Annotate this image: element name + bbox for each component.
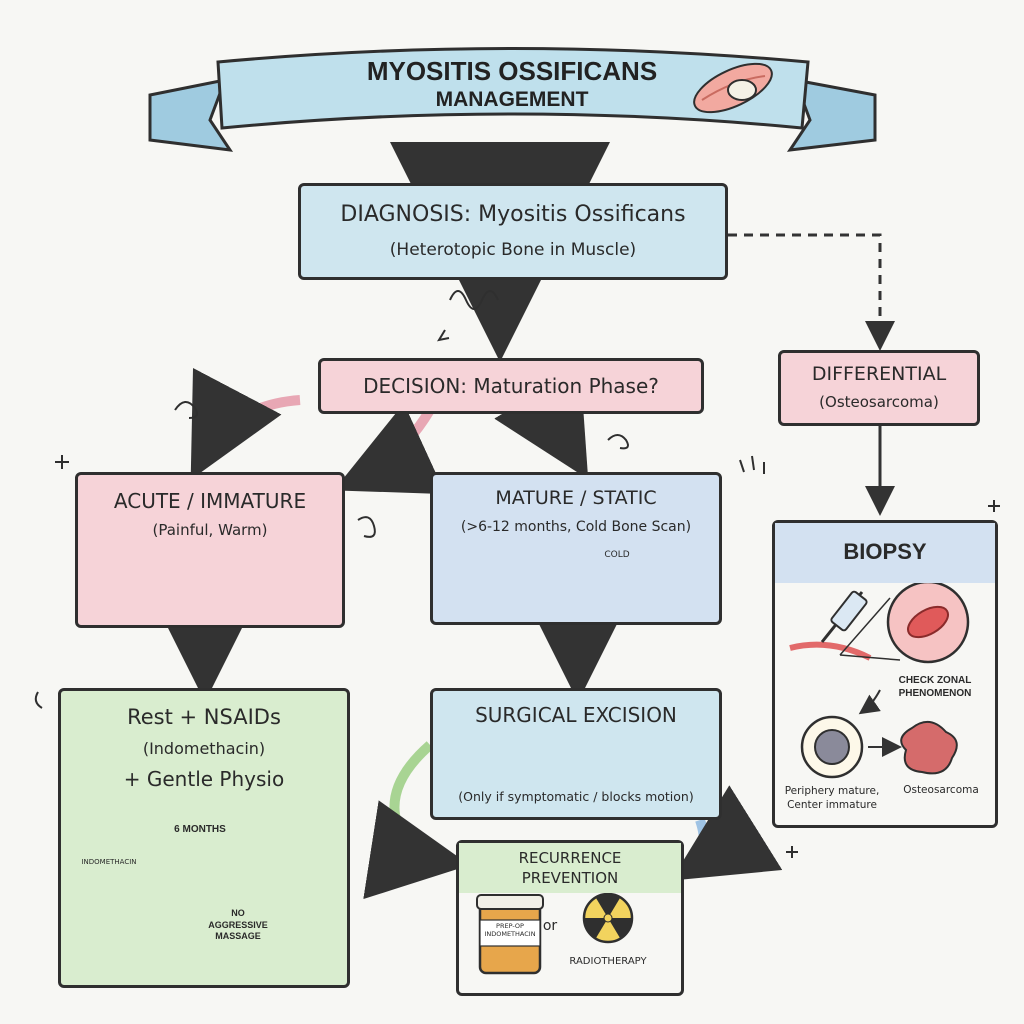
rest-line-3: + Gentle Physio: [123, 767, 285, 791]
osteosarcoma-label: Osteosarcoma: [903, 784, 979, 796]
biopsy-arrows: [858, 689, 902, 757]
osteosarcoma-cell-icon: [900, 721, 958, 775]
calendar-label: 6 MONTHS: [174, 824, 226, 835]
radiotherapy-label: RADIOTHERAPY: [569, 956, 647, 967]
surgical-note: (Only if symptomatic / blocks motion): [458, 789, 694, 804]
syringe-icon: [789, 590, 872, 661]
mature-title: MATURE / STATIC: [495, 487, 657, 509]
cold-label: COLD: [604, 550, 630, 560]
acute-subtitle: (Painful, Warm): [152, 521, 268, 539]
tissue-zoom-icon: [839, 580, 970, 664]
rest-line-1: Rest + NSAIDs: [127, 705, 281, 729]
surgical-title: SURGICAL EXCISION: [475, 703, 677, 727]
indomethacin-bottle-label: INDOMETHACIN: [81, 858, 137, 866]
prep-bottle-icon: [476, 894, 544, 975]
surgical-box: SURGICAL EXCISION (Only if symptomatic /…: [430, 688, 722, 820]
decision-box: DECISION: Maturation Phase?: [318, 358, 704, 414]
no-massage-label: NO AGGRESSIVE MASSAGE: [208, 908, 268, 942]
zonal-phenomenon-icon: [800, 715, 864, 779]
diagnosis-title: DIAGNOSIS: Myositis Ossificans: [340, 202, 686, 227]
check-zonal-label: CHECK ZONAL PHENOMENON: [898, 675, 972, 699]
or-label: or: [542, 918, 558, 934]
radiation-icon: [582, 892, 634, 944]
decorative-squiggles: [34, 290, 1000, 858]
rest-box: Rest + NSAIDs (Indomethacin) + Gentle Ph…: [58, 688, 350, 988]
prep-bottle-label: PREP-OP INDOMETHACIN: [484, 922, 536, 939]
differential-title: DIFFERENTIAL: [811, 363, 947, 385]
acute-box: ACUTE / IMMATURE (Painful, Warm): [75, 472, 345, 628]
title-ribbon: [148, 47, 877, 152]
diagnosis-subtitle: (Heterotopic Bone in Muscle): [389, 240, 637, 260]
muscle-bone-icon: [693, 62, 773, 114]
biopsy-title: BIOPSY: [843, 539, 927, 564]
differential-subtitle: (Osteosarcoma): [819, 393, 939, 411]
recurrence-title-1: RECURRENCE: [518, 849, 622, 867]
biopsy-box: BIOPSY: [772, 520, 998, 828]
title-line-1: MYOSITIS OSSIFICANS: [366, 56, 658, 86]
acute-title: ACUTE / IMMATURE: [113, 489, 307, 513]
diagnosis-box: DIAGNOSIS: Myositis Ossificans (Heteroto…: [298, 183, 728, 280]
periphery-label: Periphery mature, Center immature: [784, 785, 880, 812]
title-line-2: MANAGEMENT: [435, 88, 589, 111]
recurrence-box: RECURRENCE PREVENTION: [456, 840, 684, 996]
differential-box: DIFFERENTIAL (Osteosarcoma): [778, 350, 980, 426]
recurrence-title-2: PREVENTION: [521, 869, 619, 887]
decision-title: DECISION: Maturation Phase?: [363, 374, 659, 398]
mature-box: MATURE / STATIC (>6-12 months, Cold Bone…: [430, 472, 722, 625]
flow-arrows: [145, 142, 895, 900]
mature-subtitle: (>6-12 months, Cold Bone Scan): [460, 519, 692, 535]
rest-line-2: (Indomethacin): [142, 739, 266, 758]
